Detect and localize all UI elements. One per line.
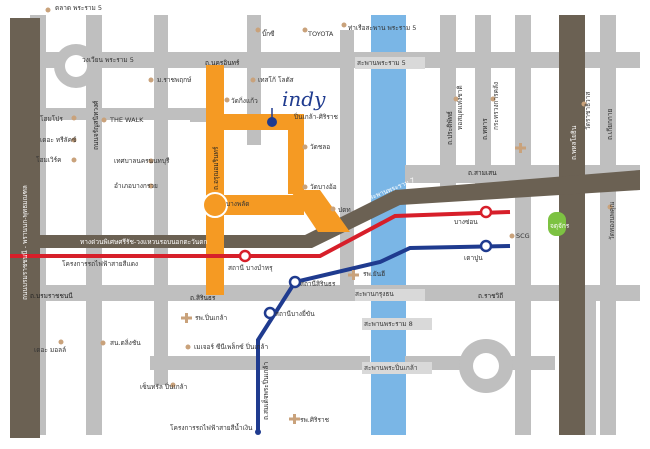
label-rs-siriraj: รพ.ศิริราช: [300, 416, 330, 424]
label-sn: สน.ตลิ่งชัน: [110, 338, 141, 347]
orange-routes: [206, 65, 350, 295]
label-kiakkai: ถ.เกียกกาย: [606, 109, 614, 140]
label-talad: ตลาด พระราม 5: [55, 4, 102, 12]
bridges: [355, 57, 432, 374]
label-wat-chalo: วัดชลอ: [310, 143, 330, 151]
label-thewalk: THE WALK: [109, 116, 144, 124]
label-bridge-pinklao: สะพานพระปิ่นเกล้า: [364, 363, 418, 372]
label-main-road-left: ถนนบรมราชชนนี - พรานนก-พุทธมณฑล: [21, 185, 29, 300]
label-blue-line: โครงการรถไฟฟ้าสายสีน้ำเงิน: [170, 423, 253, 432]
label-pradiphat: ถ.ประดิพัทธ์: [446, 111, 454, 145]
logo-tagline: ปิ่นเกล้า-ศิริราช: [293, 112, 338, 121]
expressway: [10, 170, 640, 248]
label-bridge-rama8: สะพานพระราม 8: [364, 320, 413, 328]
label-bangphlat: บางพลัด: [226, 200, 249, 208]
red-line: [10, 210, 511, 258]
hospital-icons: [181, 143, 526, 424]
label-bangyikhan-st: สถานีบางยี่ขัน: [275, 309, 315, 318]
chatuchak-park: [548, 212, 566, 236]
label-sirindhorn-st: สถานีสิรินธร: [300, 280, 336, 288]
orange-roundabout: [202, 192, 228, 218]
label-rajapruk: ม.ราชพฤกษ์: [157, 76, 192, 84]
label-rs-pinklao: รพ.ปิ่นเกล้า: [195, 313, 228, 322]
logo-text: indy: [282, 87, 326, 111]
label-wongwian: วงเวียน พระราม 5: [82, 56, 134, 64]
label-bangson: บางซ่อน: [454, 218, 478, 226]
label-phahonyothin: ถ.พหลโยธิน: [570, 125, 578, 160]
label-arun: ถ.อรุณอมรินทร์: [212, 146, 220, 190]
label-red-line: โครงการรถไฟฟ้าสายสีแดง: [62, 260, 138, 268]
label-somdet: ถ.สมเด็จพระปิ่นเกล้า: [261, 362, 270, 420]
indy-logo: indy ปิ่นเกล้า-ศิริราช: [267, 87, 338, 127]
main-roads: [10, 15, 585, 438]
label-bridge-krungthon: สะพานกรุงธน: [355, 290, 394, 298]
label-pier: ท่าเรือสะพาน พระราม 5: [348, 24, 416, 32]
blue-line: [256, 244, 511, 432]
label-tesco: เทสโก้ โลตัส: [258, 76, 294, 84]
label-road-borom: ถ.บรมราชชนนี: [30, 292, 73, 300]
label-central: เซ็นทรัล ปิ่นเกล้า: [140, 382, 188, 391]
label-road-sirindhorn: ถ.สิรินธร: [190, 294, 216, 302]
label-wat-kingkaew: วัดกิ่งแก้ว: [231, 96, 258, 105]
label-expressway: ทางด่วนพิเศษศรีรัช-วงแหวนรอบนอกตะวันตก: [80, 238, 207, 246]
place-markers: [45, 7, 613, 388]
label-charan: ถนนจรัญสนิทวงศ์: [92, 100, 100, 150]
label-themall: เดอะ มอลล์: [34, 346, 66, 354]
label-major: เมเจอร์ ซีนีเพล็กซ์ ปิ่นเกล้า: [194, 342, 268, 351]
label-taopoon: เตาปูน: [464, 254, 483, 262]
label-wat-rat: วัดราชาธิวาส: [584, 92, 592, 130]
label-thahan: ถ.ทหาร: [481, 118, 489, 140]
label-nakhon-in: ถ.นครอินทร์: [205, 59, 240, 67]
label-bangbamru: สถานี บางบำหรุ: [228, 264, 273, 272]
label-road-ratchawithi: ถ.ราชวิถี: [478, 292, 503, 300]
label-toyota: TOYOTA: [307, 30, 334, 38]
label-yanhee: รพ.ยันฮี: [363, 270, 385, 278]
label-chatuchak: จตุจักร: [550, 222, 570, 230]
label-library: หอสมุดแห่งชาติ: [456, 85, 464, 130]
label-ptt: ปตท: [338, 206, 351, 214]
label-amphoe: อำเภอบางกรวย: [114, 182, 158, 190]
label-wat-thong: วัดทองนพคุณ: [608, 202, 616, 240]
label-district: เทศบาลนครนนทบุรี: [114, 157, 170, 165]
label-bigc: บิ๊กซี: [262, 29, 275, 38]
label-homework: โฮมเวิร์ค: [36, 156, 61, 164]
label-bridge-rama5: สะพานพระราม 5: [357, 59, 406, 67]
label-homepro: โฮมโปร: [40, 115, 63, 123]
label-road-samsen: ถ.สามเสน: [468, 169, 497, 177]
label-wat-bango: วัดบางอ้อ: [310, 183, 337, 191]
label-trilux: เดอะ ทรีลัคซ์: [40, 136, 77, 144]
label-ministry: กระทรวงการคลัง: [492, 82, 500, 130]
label-scg: SCG: [516, 232, 530, 240]
